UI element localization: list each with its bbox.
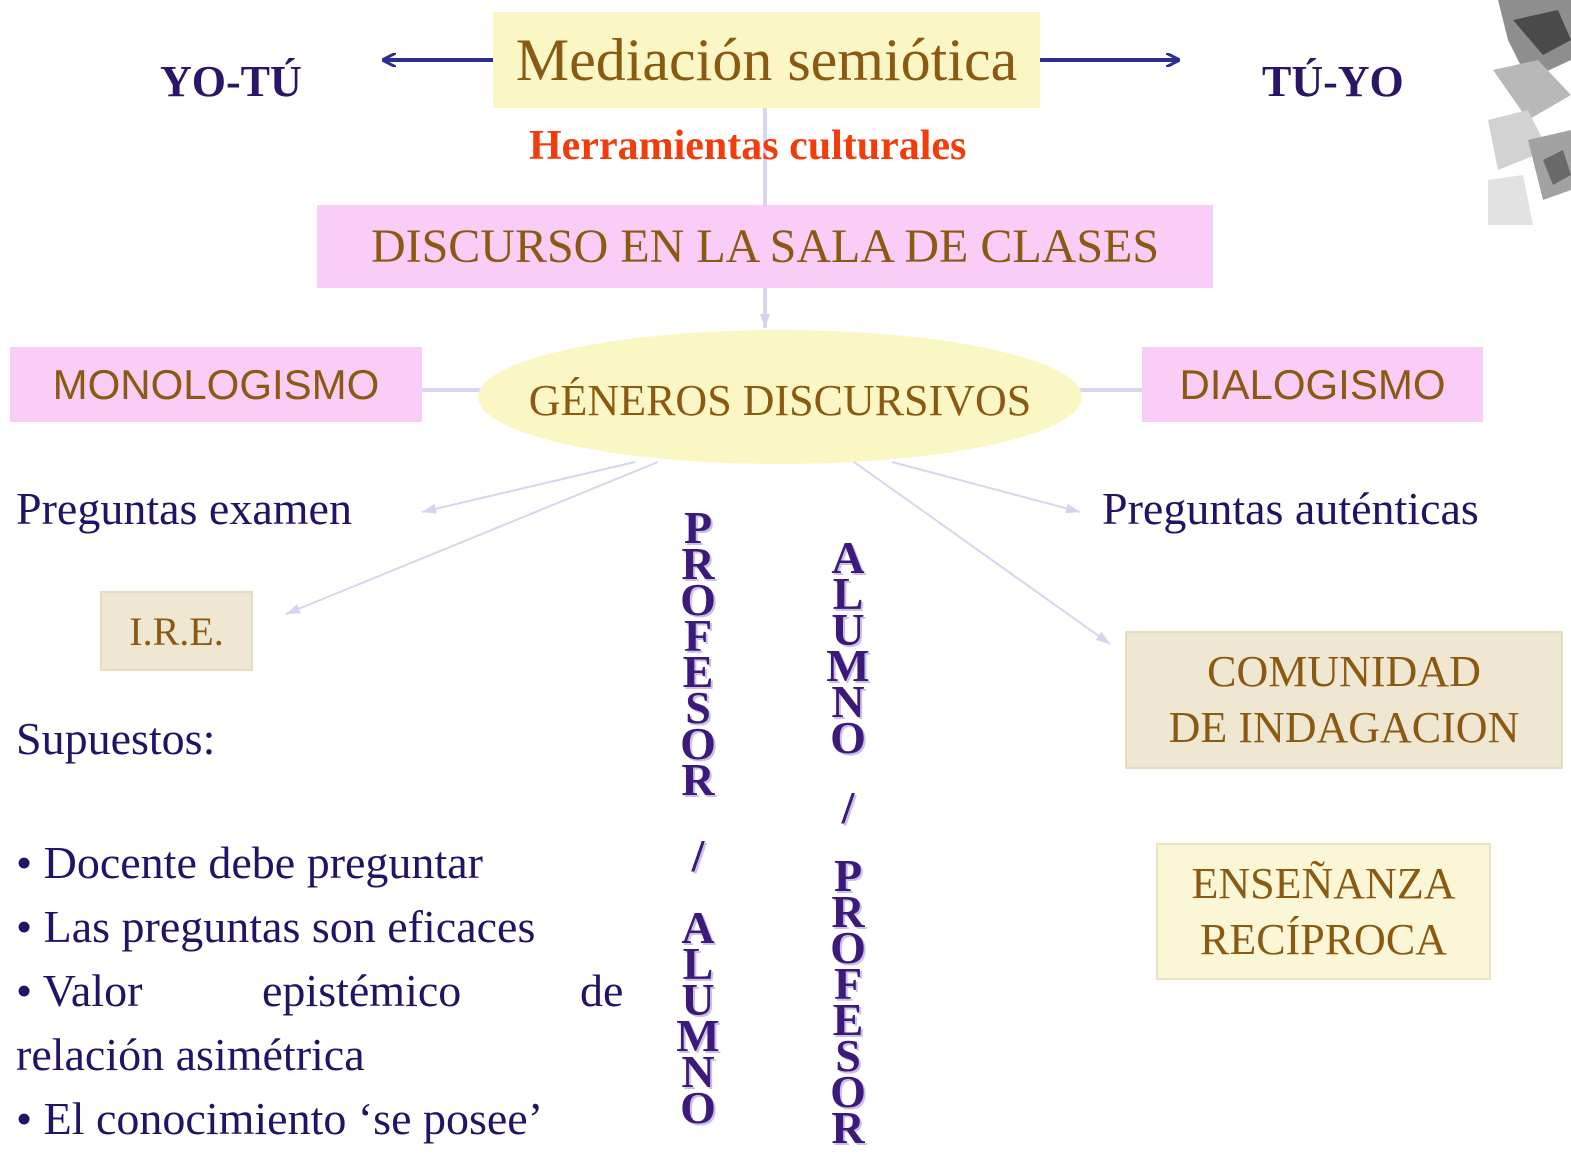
vertical-profesor-alumno: P R O F E S O R / A L U M N O [668,502,728,1133]
arrow-to-preguntas-examen [421,461,636,514]
bullet-valor: • Valor [16,965,143,1016]
herramientas-culturales-label: Herramientas culturales [529,123,967,169]
vertical-letter: O [680,718,716,769]
vertical-letter: O [830,922,866,973]
vertical-letter: P [683,502,713,553]
vertical-letter: U [681,974,715,1025]
generos-discursivos-ellipse: GÉNEROS DISCURSIVOS [478,330,1082,464]
vertical-letter: M [826,640,870,691]
ire-box: I.R.E. [100,591,253,671]
bullet-docente-debe-preguntar: • Docente debe preguntar [16,837,483,888]
arrow-to-preguntas-autenticas [891,461,1081,514]
vertical-letter: E [682,646,714,697]
vertical-letter: L [832,568,864,619]
preguntas-examen-label: Preguntas examen [16,483,352,534]
supuestos-title: Supuestos: [16,713,216,764]
vertical-letter: S [835,1030,861,1081]
vertical-letter: O [830,1066,866,1117]
mediacion-semiotica-box: Mediación semiótica [493,12,1040,108]
vertical-letter: R [681,538,715,589]
bullet-conocimiento-se-posee: • El conocimiento ‘se posee’ [16,1093,544,1144]
preguntas-autenticas-label: Preguntas auténticas [1102,483,1479,534]
vertical-slash: / [691,830,705,881]
vertical-letter: L [682,938,714,989]
arrow-to-ire [285,461,659,615]
ensenanza-line1: ENSEÑANZA [1191,858,1456,908]
vertical-letter: R [681,754,715,805]
bullet-relacion-asimetrica: relación asimétrica [16,1029,365,1080]
comunidad-line2: DE INDAGACION [1168,703,1520,752]
vertical-letter: O [680,1082,716,1133]
vertical-letter: S [685,682,711,733]
vertical-letter: M [676,1010,720,1061]
vertical-slash: / [841,782,855,833]
vertical-letter: R [831,886,865,937]
decorative-corner-image [1488,0,1571,225]
vertical-letter: A [681,902,715,953]
ensenanza-reciproca-box: ENSEÑANZA RECÍPROCA [1156,843,1491,980]
tu-yo-label: TÚ-YO [1262,57,1404,106]
vertical-letter: N [681,1046,715,1097]
vertical-letter: U [831,604,865,655]
ensenanza-line2: RECÍPROCA [1200,914,1447,964]
vertical-letter: O [680,574,716,625]
bullet-de: de [580,965,624,1016]
vertical-alumno-profesor: A L U M N O / P R O F E S O R [818,532,878,1153]
comunidad-indagacion-box: COMUNIDAD DE INDAGACION [1125,631,1563,769]
discurso-sala-clases-box: DISCURSO EN LA SALA DE CLASES [317,205,1213,288]
monologismo-box: MONOLOGISMO [10,347,422,422]
vertical-letter: A [831,532,865,583]
vertical-letter: E [832,994,864,1045]
vertical-letter: O [830,712,866,763]
vertical-letter: R [831,1102,865,1153]
vertical-letter: P [833,850,863,901]
vertical-letter: F [833,958,863,1009]
vertical-letter: N [831,676,865,727]
bullet-preguntas-eficaces: • Las preguntas son eficaces [16,901,536,952]
arrow-to-comunidad [839,451,1111,645]
comunidad-line1: COMUNIDAD [1207,647,1481,696]
dialogismo-box: DIALOGISMO [1142,347,1483,422]
bullet-epistemico: epistémico [262,965,462,1016]
vertical-letter: F [683,610,713,661]
yo-tu-label: YO-TÚ [160,57,302,106]
